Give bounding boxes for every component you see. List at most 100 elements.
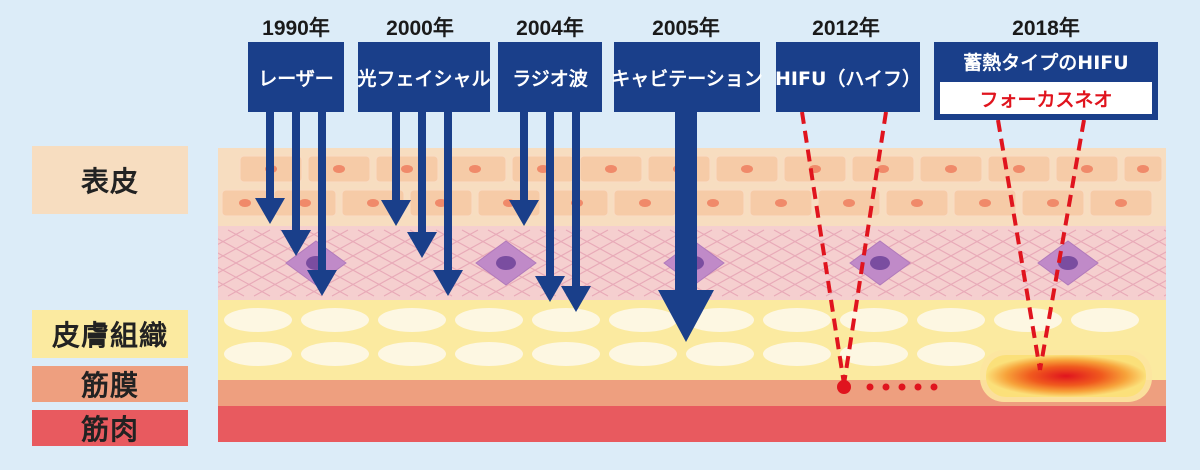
penetration-arrow <box>509 112 539 226</box>
fat-cell <box>378 308 446 332</box>
fat-cell <box>917 342 985 366</box>
layer-label-subcutaneous: 皮膚組織 <box>32 310 188 358</box>
fiber-mask <box>1166 220 1200 304</box>
year-1990: 1990年 <box>262 17 330 40</box>
fat-cell <box>840 342 908 366</box>
cell-nucleus <box>979 199 991 207</box>
tech-box-radio-frequency: ラジオ波 <box>498 42 602 112</box>
fat-cell <box>532 308 600 332</box>
penetration-arrow <box>307 112 337 296</box>
fat-cell <box>609 308 677 332</box>
cell-nucleus <box>1013 165 1025 173</box>
fibroblast-nucleus <box>1058 256 1078 270</box>
muscle-band <box>218 406 1166 442</box>
fat-cell <box>994 308 1062 332</box>
cell-nucleus <box>639 199 651 207</box>
focus-dot <box>914 383 922 391</box>
collagen-fiber <box>929 229 1051 297</box>
focus-dot <box>930 383 938 391</box>
year-2000: 2000年 <box>386 17 454 40</box>
cell-nucleus <box>877 165 889 173</box>
fat-cell <box>455 308 523 332</box>
cell-nucleus <box>911 199 923 207</box>
year-2012: 2012年 <box>812 17 880 40</box>
focus-dot <box>866 383 874 391</box>
cell-nucleus <box>1115 199 1127 207</box>
focus-line <box>800 111 846 385</box>
focus-dot <box>898 383 906 391</box>
collagen-fiber <box>903 229 1025 297</box>
penetration-arrows <box>255 112 714 342</box>
fat-cell <box>763 308 831 332</box>
penetration-arrow <box>433 112 463 296</box>
cell-nucleus <box>843 199 855 207</box>
cell-nucleus <box>1081 165 1093 173</box>
cell-nucleus <box>239 199 251 207</box>
fat-cells <box>224 308 1139 366</box>
dermis-fibers <box>0 220 1200 304</box>
fat-cell <box>917 308 985 332</box>
fat-cell <box>455 342 523 366</box>
tech-box-accumulative-hifu: 蓄熱タイプのHIFU フォーカスネオ <box>934 42 1158 120</box>
collagen-fiber <box>409 229 531 297</box>
tech-box-cavitation: キャビテーション <box>611 42 763 112</box>
cell-nucleus <box>333 165 345 173</box>
heat-zone-core <box>986 355 1146 397</box>
cell-nucleus <box>469 165 481 173</box>
fat-cell <box>301 308 369 332</box>
collagen-fiber <box>773 229 895 297</box>
penetration-arrow <box>561 112 591 312</box>
layer-label-epidermis: 表皮 <box>32 146 188 214</box>
year-2018: 2018年 <box>1012 17 1080 40</box>
collagen-fiber <box>1059 229 1181 297</box>
collagen-fiber <box>565 229 687 297</box>
fibroblast-nucleus <box>870 256 890 270</box>
fat-cell <box>301 342 369 366</box>
focus-point <box>837 380 851 394</box>
collagen-fiber <box>695 229 817 297</box>
fat-cell <box>224 308 292 332</box>
year-2005: 2005年 <box>652 17 720 40</box>
collagen-fiber <box>747 229 869 297</box>
cell-nucleus <box>299 199 311 207</box>
focus-dot <box>882 383 890 391</box>
collagen-fiber <box>357 229 479 297</box>
cell-nucleus <box>367 199 379 207</box>
fat-cell <box>1071 308 1139 332</box>
cell-nucleus <box>775 199 787 207</box>
collagen-fiber <box>851 229 973 297</box>
tech-box-laser: レーザー <box>248 42 344 112</box>
penetration-arrow <box>407 112 437 258</box>
fat-cell <box>840 308 908 332</box>
collagen-fiber <box>955 229 1077 297</box>
focus-line <box>842 111 888 385</box>
accumulative-hifu-title: 蓄熱タイプのHIFU <box>963 52 1129 74</box>
product-name: フォーカスネオ <box>940 82 1152 114</box>
fat-cell <box>609 342 677 366</box>
year-2004: 2004年 <box>516 17 584 40</box>
collagen-fiber <box>721 229 843 297</box>
penetration-arrow <box>255 112 285 224</box>
layer-label-muscle: 筋肉 <box>32 410 188 446</box>
fat-cell <box>532 342 600 366</box>
tech-box-hifu: HIFU（ハイフ） <box>775 42 921 112</box>
fat-cell <box>686 308 754 332</box>
cell-nucleus <box>741 165 753 173</box>
cell-nucleus <box>1137 165 1149 173</box>
layer-label-fascia: 筋膜 <box>32 366 188 402</box>
cell-nucleus <box>945 165 957 173</box>
collagen-fiber <box>539 229 661 297</box>
hifu-focus-lines <box>800 111 1086 394</box>
focus-line <box>996 119 1042 371</box>
fat-cell <box>224 342 292 366</box>
penetration-arrow <box>658 112 714 342</box>
fat-cell <box>763 342 831 366</box>
fat-cell <box>378 342 446 366</box>
fiber-mask <box>0 220 218 304</box>
focus-line <box>1038 119 1086 371</box>
tech-box-photofacial: 光フェイシャル <box>358 42 491 112</box>
cell-nucleus <box>401 165 413 173</box>
fat-cell <box>686 342 754 366</box>
